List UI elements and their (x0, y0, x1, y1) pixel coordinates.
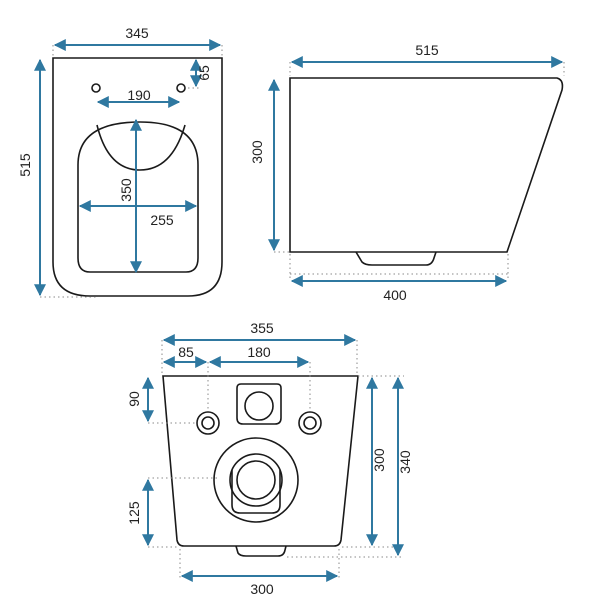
outlet-outer (213, 437, 299, 523)
top-view-offset-label: 65 (196, 65, 212, 81)
side-view-foot (355, 251, 437, 266)
flush-inlet (236, 383, 282, 425)
rear-view-hole-spacing-label: 180 (247, 344, 271, 360)
flush-inlet-hole (244, 391, 274, 421)
rear-view-base-width-label: 300 (250, 581, 274, 597)
side-view-base-label: 400 (383, 287, 407, 303)
fixing-hole-left (91, 83, 101, 93)
top-view-bowl (77, 121, 199, 273)
rear-fixing-hole-right-inner (303, 416, 317, 430)
outlet-mid (229, 453, 283, 507)
rear-view-top-offset-label: 90 (126, 391, 142, 407)
top-view-outline (52, 57, 223, 297)
top-view-hole-spacing-label: 190 (127, 87, 151, 103)
outlet-inner (236, 460, 276, 500)
rear-view-hole-offset-label: 85 (178, 344, 194, 360)
fixing-hole-right (176, 83, 186, 93)
top-view-seat-length-label: 350 (118, 178, 134, 202)
rear-fixing-hole-right (298, 411, 322, 435)
rear-view-inner-height-label: 300 (371, 448, 387, 472)
side-view: 515 300 400 (249, 42, 565, 303)
side-view-height-label: 300 (249, 140, 265, 164)
rear-view-outlet-height-label: 125 (126, 501, 142, 525)
rear-view-outline (162, 375, 359, 547)
rear-fixing-hole-left-inner (201, 416, 215, 430)
top-view-bowl-inner-arc (96, 124, 186, 171)
top-view: 345 515 65 190 350 255 (17, 25, 223, 298)
rear-view-foot (235, 545, 287, 557)
top-view-seat-width-label: 255 (150, 212, 174, 228)
rear-view-width-label: 355 (250, 320, 274, 336)
rear-view-total-height-label: 340 (397, 450, 413, 474)
rear-fixing-hole-left (196, 411, 220, 435)
rear-view: 355 85 180 90 125 300 340 300 (126, 320, 413, 597)
outlet-pipe (231, 470, 281, 514)
side-view-outline (289, 77, 564, 253)
side-view-length-label: 515 (415, 42, 439, 58)
top-view-length-label: 515 (17, 153, 33, 177)
top-view-width-label: 345 (125, 25, 149, 41)
